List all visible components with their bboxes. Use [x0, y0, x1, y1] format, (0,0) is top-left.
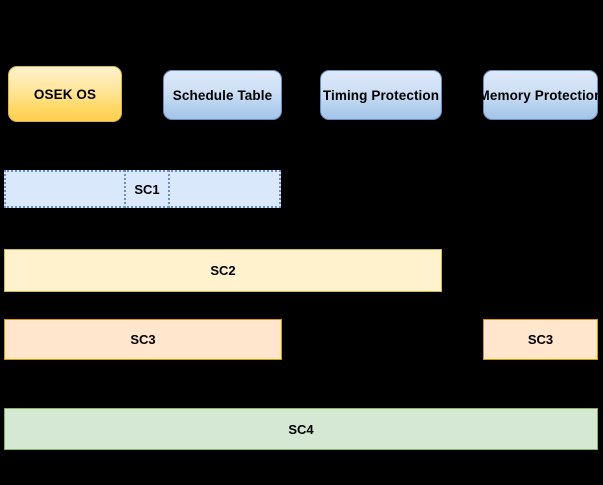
scalability-bar-label: SC1 — [134, 181, 160, 197]
scalability-bar-label: SC4 — [288, 421, 314, 437]
scalability-bar-sc1[interactable]: SC1 — [4, 170, 281, 208]
feature-box-label: OSEK OS — [33, 86, 97, 102]
feature-box-osek-os[interactable]: OSEK OS — [8, 66, 122, 122]
scalability-bar-label: SC3 — [130, 332, 156, 347]
scalability-bar-sc3-right[interactable]: SC3 — [483, 319, 598, 360]
feature-box-label: Memory Protection — [478, 87, 603, 103]
scalability-bar-label: SC3 — [527, 332, 554, 347]
feature-box-schedule-table[interactable]: Schedule Table — [163, 70, 282, 120]
feature-box-label: Schedule Table — [172, 87, 273, 103]
scalability-bar-sc4[interactable]: SC4 — [4, 408, 598, 450]
scalability-bar-sc2[interactable]: SC2 — [4, 249, 442, 292]
scalability-bar-label: SC2 — [210, 263, 236, 278]
scalability-bar-sc3-left[interactable]: SC3 — [4, 319, 282, 360]
feature-box-label: Timing Protection — [322, 87, 440, 103]
scalability-bar-sc1-inner-cell: SC1 — [124, 170, 170, 208]
feature-box-timing-protection[interactable]: Timing Protection — [320, 70, 442, 120]
feature-box-memory-protection[interactable]: Memory Protection — [479, 70, 602, 120]
